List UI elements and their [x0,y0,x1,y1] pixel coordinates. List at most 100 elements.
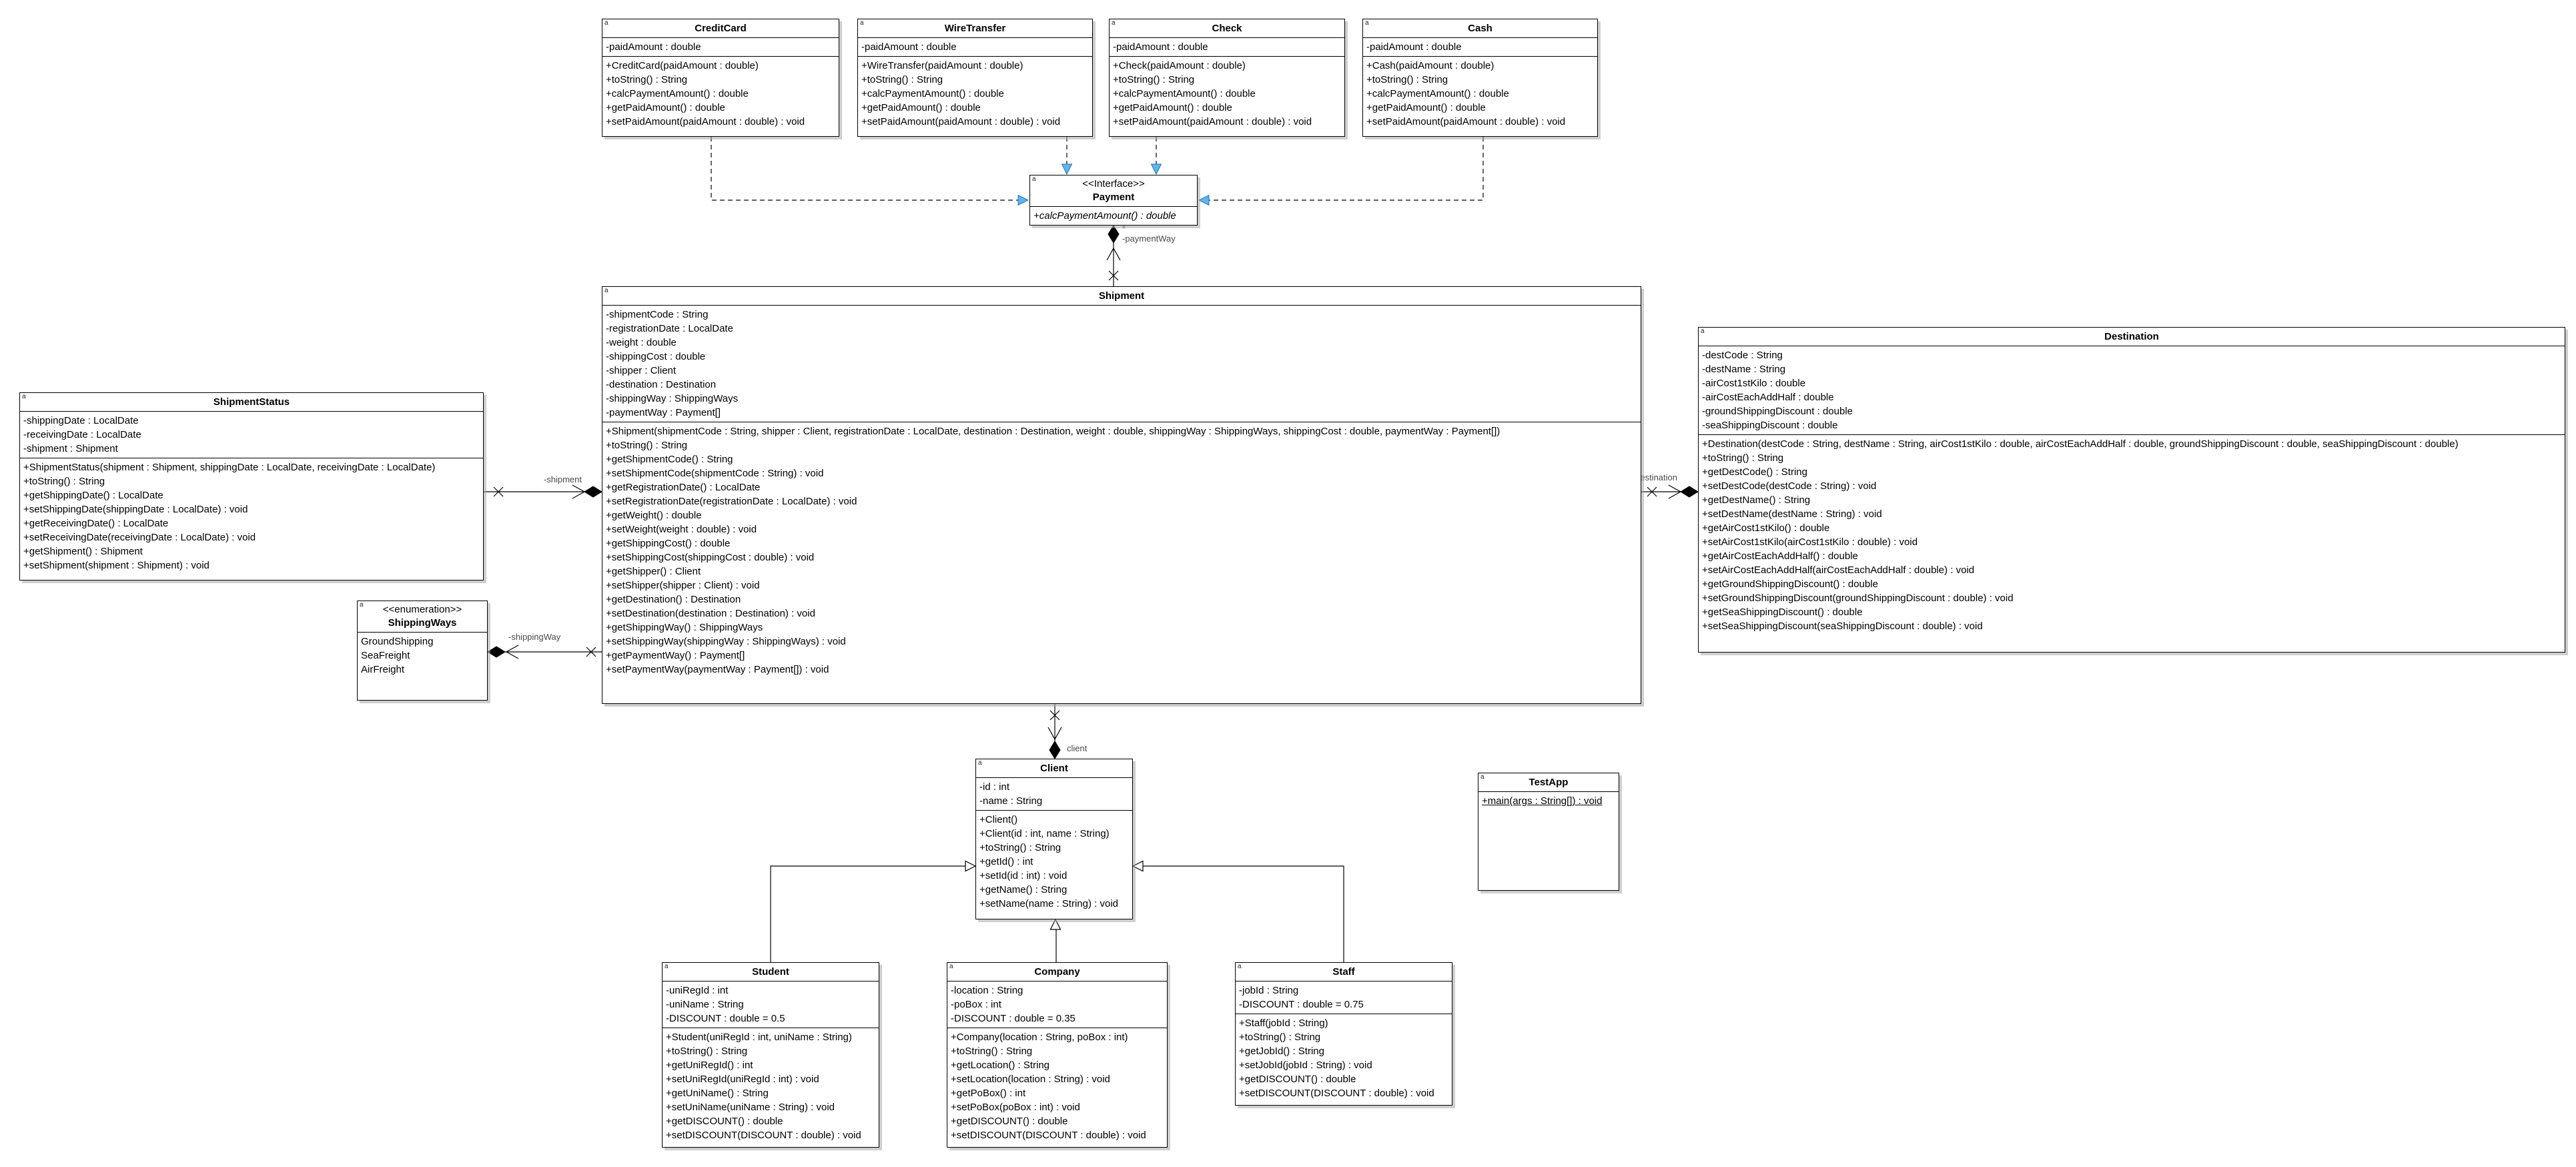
uml-member-row: +toString() : String [1702,452,1784,464]
class-name: Staff [1332,966,1355,978]
class-title: a ShipmentStatus [20,393,483,412]
uml-member-row: -destName : String [1702,364,1786,375]
role-label-shipment: -shipment [544,474,582,484]
methods-compartment: +ShipmentStatus(shipment : Shipment, shi… [20,458,483,574]
class-name: CreditCard [695,23,747,34]
class-box-check[interactable]: a Check -paidAmount : double +Check(paid… [1109,19,1345,137]
connector-composition-shippingways-shipment[interactable]: -shippingWay [487,632,602,659]
uml-member-row: +setWeight(weight : double) : void [606,524,757,535]
methods-compartment: +Student(uniRegId : int, uniName : Strin… [663,1028,879,1144]
uml-member-row: +toString() : String [1239,1032,1321,1043]
uml-member-row: +getId() : int [979,856,1033,867]
connector-composition-payment-shipment[interactable]: * -paymentWay [1106,224,1176,286]
uml-member-row: +setId(id : int) : void [979,870,1067,881]
uml-member-row: -weight : double [606,337,677,348]
connector-realization-check-payment[interactable] [1150,137,1162,175]
connector-realization-creditcard-payment[interactable] [711,137,1029,206]
class-name: Cash [1468,23,1492,34]
uml-member-row: +getDestCode() : String [1702,466,1807,478]
attributes-compartment: -paidAmount : double [1363,38,1597,57]
interface-box-payment[interactable]: a <<Interface>> Payment +calcPaymentAmou… [1029,175,1198,226]
class-box-staff[interactable]: a Staff -jobId : String-DISCOUNT : doubl… [1235,962,1452,1106]
connector-generalization-company-client[interactable] [1049,918,1061,962]
methods-compartment: +Shipment(shipmentCode : String, shipper… [602,422,1641,679]
class-box-shipmentstatus[interactable]: a ShipmentStatus -shippingDate : LocalDa… [19,392,484,580]
class-name: Destination [2104,331,2159,342]
class-box-shipment[interactable]: a Shipment -shipmentCode : String-regist… [602,286,1641,704]
connector-composition-shipment-destination[interactable]: -destination [1633,472,1699,499]
connector-generalization-staff-client[interactable] [1132,860,1344,963]
uml-member-row: +getName() : String [979,884,1067,895]
uml-member-row: -shippingCost : double [606,351,706,362]
attributes-compartment: -shippingDate : LocalDate-receivingDate … [20,412,483,458]
class-name: TestApp [1529,777,1569,788]
attributes-compartment: -jobId : String-DISCOUNT : double = 0.75 [1236,982,1452,1014]
uml-member-row: -id : int [979,781,1010,793]
uml-member-row: +main(args : String[]) : void [1482,795,1603,807]
connector-realization-wiretransfer-payment[interactable] [1061,137,1073,175]
attributes-compartment: -paidAmount : double [602,38,839,57]
class-name: ShipmentStatus [213,396,290,408]
uml-member-row: +setLocation(location : String) : void [951,1074,1110,1085]
uml-member-row: +setShipmentCode(shipmentCode : String) … [606,468,824,479]
class-box-student[interactable]: a Student -uniRegId : int-uniName : Stri… [662,962,879,1148]
class-box-testapp[interactable]: a TestApp +main(args : String[]) : void [1478,773,1619,891]
class-name: Client [1040,763,1068,774]
connector-composition-shipment-client[interactable]: client [1047,704,1088,759]
uml-member-row: +getDISCOUNT() : double [1239,1074,1356,1085]
uml-member-row: +getReceivingDate() : LocalDate [23,518,169,529]
enum-box-shippingways[interactable]: a <<enumeration>> ShippingWays GroundShi… [357,601,488,701]
class-title: a Client [976,759,1132,778]
uml-member-row: +getPaymentWay() : Payment[] [606,650,745,661]
methods-compartment: +Staff(jobId : String) +toString() : Stri… [1236,1014,1452,1102]
uml-member-row: +getUniRegId() : int [666,1060,753,1071]
uml-member-row: +getPaidAmount() : double [606,102,725,113]
uml-member-row: -uniName : String [666,999,744,1010]
uml-member-row: +setGroundShippingDiscount(groundShippin… [1702,593,2014,604]
uml-member-row: +getAirCost1stKilo() : double [1702,522,1830,534]
uml-member-row: +toString() : String [1113,74,1195,85]
class-name: Check [1212,23,1242,34]
uml-member-row: +getDestName() : String [1702,494,1811,506]
uml-member-row: -DISCOUNT : double = 0.5 [666,1013,785,1024]
role-label-shippingway: -shippingWay [508,632,561,642]
uml-member-row: +Staff(jobId : String) [1239,1018,1328,1029]
connector-composition-shipmentstatus-shipment[interactable]: -shipment [484,474,602,499]
class-name: Company [1034,966,1080,978]
uml-member-row: +Destination(destCode : String, destName… [1702,438,2459,450]
class-box-creditcard[interactable]: a CreditCard -paidAmount : double +Credi… [602,19,839,137]
uml-member-row: +getSeaShippingDiscount() : double [1702,607,1863,618]
uml-member-row: -shippingWay : ShippingWays [606,393,739,404]
class-box-client[interactable]: a Client -id : int-name : String +Client… [975,759,1133,919]
uml-member-row: +setAirCostEachAddHalf(airCostEachAddHal… [1702,564,1975,576]
connector-realization-cash-payment[interactable] [1198,137,1484,206]
uml-member-row: +setJobId(jobId : String) : void [1239,1060,1372,1071]
uml-member-row: +getShipper() : Client [606,566,701,577]
role-label-destination: -destination [1633,472,1677,482]
uml-member-row: +getDestination() : Destination [606,594,741,605]
uml-member-row: +getWeight() : double [606,510,702,521]
class-box-wiretransfer[interactable]: a WireTransfer -paidAmount : double +Wir… [857,19,1093,137]
uml-member-row: +setShippingCost(shippingCost : double) … [606,552,815,563]
stereotype: <<Interface>> [1082,178,1145,189]
class-box-destination[interactable]: a Destination -destCode : String-destNam… [1698,327,2565,653]
uml-member-row: -paymentWay : Payment[] [606,407,721,418]
class-icon: a [604,287,608,294]
uml-member-row: +setPaidAmount(paidAmount : double) : vo… [1366,116,1566,127]
uml-member-row: +toString() : String [979,842,1061,853]
uml-member-row: +getJobId() : String [1239,1046,1324,1057]
uml-member-row: +getShippingWay() : ShippingWays [606,622,763,633]
uml-member-row: +toString() : String [1366,74,1448,85]
uml-member-row: +Check(paidAmount : double) [1113,60,1246,71]
multiplicity-label: * [1122,224,1126,234]
class-box-cash[interactable]: a Cash -paidAmount : double +Cash(paidAm… [1362,19,1598,137]
connector-generalization-student-client[interactable] [770,860,977,963]
uml-member-row: -seaShippingDiscount : double [1702,420,1838,431]
class-icon: a [604,19,608,27]
class-box-company[interactable]: a Company -location : String-poBox : int… [947,962,1168,1148]
attributes-compartment: -shipmentCode : String-registrationDate … [602,306,1641,422]
class-icon: a [360,601,364,609]
